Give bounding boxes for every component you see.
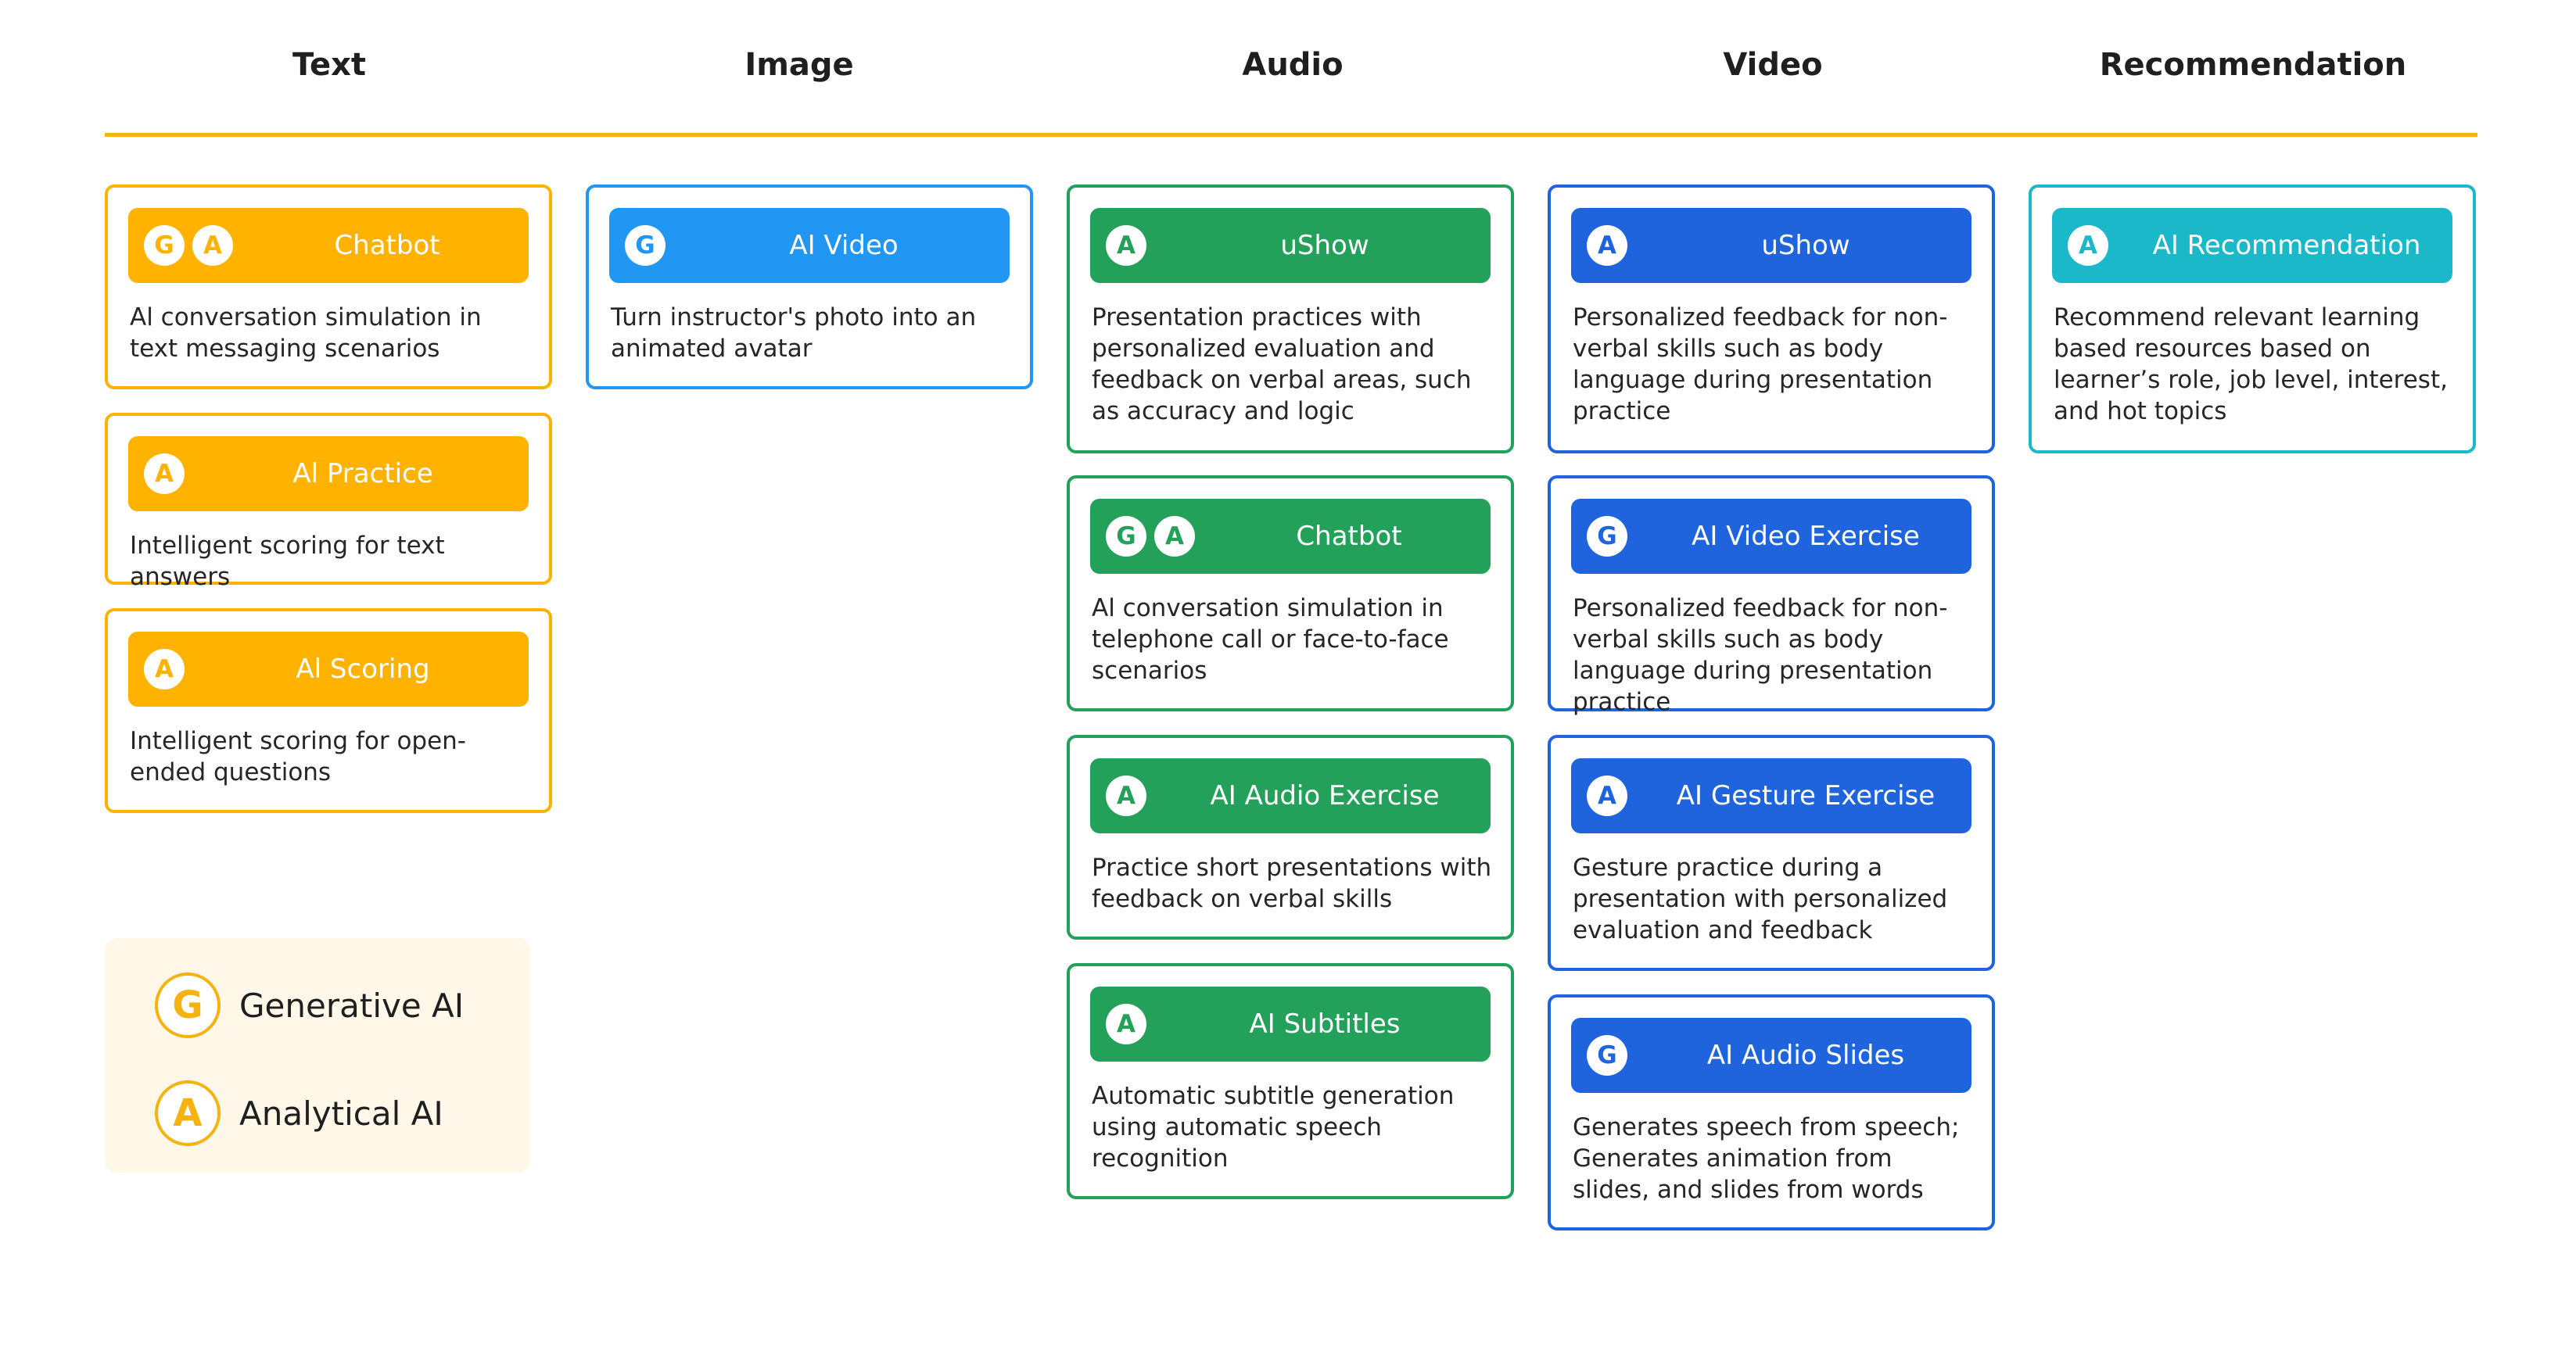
column-header-audio: Audio [1242, 47, 1344, 83]
card-description: Intelligent scoring for text answers [130, 532, 445, 591]
legend-item-analytical: A Analytical AI [155, 1076, 443, 1151]
generative-ai-icon: G [625, 225, 666, 266]
ai-type-badges: A [1106, 225, 1146, 266]
card-header: G AI Audio Slides [1571, 1018, 1971, 1093]
card-header: A AI Audio Exercise [1090, 758, 1491, 833]
analytical-ai-icon: A [144, 453, 185, 494]
card-title: Al Scoring [296, 654, 430, 685]
analytical-ai-icon: A [192, 225, 233, 266]
card-title: uShow [1280, 230, 1369, 261]
analytical-ai-icon: A [155, 1080, 221, 1146]
card-title: Chatbot [334, 230, 440, 261]
header-divider [105, 133, 2477, 137]
generative-ai-icon: G [1106, 516, 1146, 557]
ai-type-badges: G [1587, 1035, 1627, 1076]
legend-label: Generative AI [239, 986, 465, 1025]
analytical-ai-icon: A [2068, 225, 2108, 266]
card-title: Chatbot [1296, 521, 1402, 552]
card-title: AI Video [789, 230, 899, 261]
legend: G Generative AI A Analytical AI [105, 938, 530, 1173]
ai-type-badges: A [1587, 225, 1627, 266]
card-title: AI Video Exercise [1692, 521, 1920, 552]
analytical-ai-icon: A [1154, 516, 1195, 557]
card-description: Al conversation simulation in text messa… [130, 303, 482, 363]
ai-type-badges: A [1106, 776, 1146, 816]
analytical-ai-icon: A [1587, 776, 1627, 816]
card-description: Personalized feedback for non-verbal ski… [1573, 594, 1948, 716]
card-header: G AI Video [609, 208, 1010, 283]
column-header-image: Image [744, 47, 854, 83]
card-description: Al conversation simulation in telephone … [1092, 594, 1449, 685]
card-title: AI Subtitles [1249, 1008, 1401, 1040]
card-title: AI Gesture Exercise [1676, 780, 1936, 811]
card-description: Gesture practice during a presentation w… [1573, 854, 1948, 944]
card-header: A AI Gesture Exercise [1571, 758, 1971, 833]
ai-type-badges: G [625, 225, 666, 266]
column-header-text: Text [292, 47, 367, 83]
card-header: A AI Recommendation [2052, 208, 2452, 283]
analytical-ai-icon: A [1106, 225, 1146, 266]
ai-type-badges: A [2068, 225, 2108, 266]
analytical-ai-icon: A [1587, 225, 1627, 266]
legend-item-generative: G Generative AI [155, 968, 464, 1043]
ai-type-badges: A [144, 453, 185, 494]
generative-ai-icon: G [1587, 516, 1627, 557]
card-description: Personalized feedback for non-verbal ski… [1573, 303, 1948, 425]
card-description: Recommend relevant learning based resour… [2054, 303, 2448, 425]
analytical-ai-icon: A [1106, 1004, 1146, 1044]
card-description: Practice short presentations with feedba… [1092, 854, 1492, 913]
generative-ai-icon: G [1587, 1035, 1627, 1076]
generative-ai-icon: G [144, 225, 185, 266]
ai-type-badges: A [1106, 1004, 1146, 1044]
card-description: Intelligent scoring for open-ended quest… [130, 727, 466, 786]
ai-type-badges: G [1587, 516, 1627, 557]
card-title: AI Recommendation [2152, 230, 2421, 261]
card-title: AI Audio Slides [1706, 1040, 1905, 1071]
card-description: Automatic subtitle generation using auto… [1092, 1082, 1455, 1173]
card-header: A Al Practice [128, 436, 529, 511]
card-title: uShow [1761, 230, 1850, 261]
column-header-video: Video [1723, 47, 1823, 83]
card-title: AI Audio Exercise [1210, 780, 1440, 811]
card-description: Generates speech from speech; Generates … [1573, 1113, 1960, 1204]
legend-label: Analytical AI [239, 1094, 443, 1133]
analytical-ai-icon: A [1106, 776, 1146, 816]
card-header: A AI Subtitles [1090, 987, 1491, 1062]
ai-type-badges: A [1587, 776, 1627, 816]
card-description: Presentation practices with personalized… [1092, 303, 1472, 425]
analytical-ai-icon: A [144, 649, 185, 690]
card-title: Al Practice [292, 458, 433, 489]
card-description: Turn instructor's photo into an animated… [611, 303, 977, 363]
card-header: A Al Scoring [128, 632, 529, 707]
column-header-recommendation: Recommendation [2099, 47, 2407, 83]
ai-type-badges: A [144, 649, 185, 690]
card-header: G AI Video Exercise [1571, 499, 1971, 574]
generative-ai-icon: G [155, 973, 221, 1038]
